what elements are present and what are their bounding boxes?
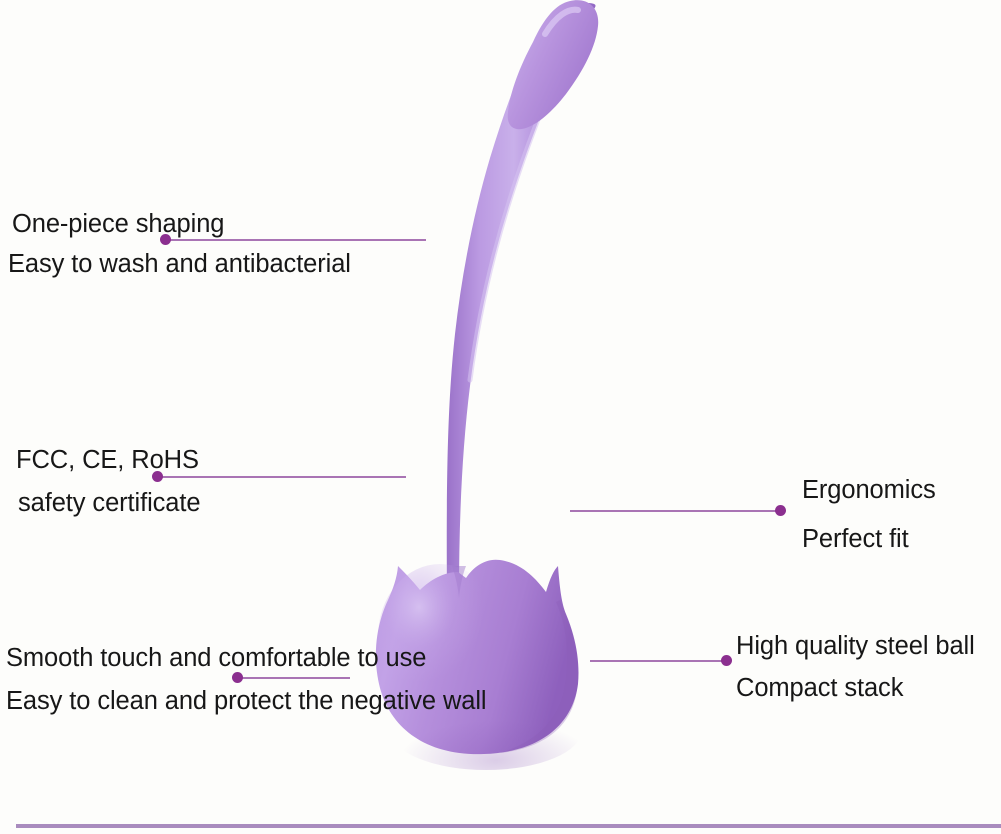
callout-steel-ball-line-1: High quality steel ball (736, 632, 975, 660)
leader-dot (160, 234, 171, 245)
callout-smooth-touch-leader (232, 672, 350, 684)
leader-line (165, 239, 426, 241)
leader-dot (152, 471, 163, 482)
leader-dot (232, 672, 243, 683)
callout-smooth-touch-line-1: Smooth touch and comfortable to use (6, 644, 427, 672)
callout-smooth-touch-line-2: Easy to clean and protect the negative w… (6, 687, 487, 715)
callout-steel-ball-leader (590, 655, 732, 667)
leader-dot (775, 505, 786, 516)
callout-ergonomics-line-2: Perfect fit (802, 525, 909, 553)
product-tip (507, 0, 599, 130)
callout-ergonomics-leader (570, 505, 786, 517)
callout-safety-certificate-line-2: safety certificate (18, 489, 201, 517)
callout-safety-certificate-leader (152, 471, 406, 483)
callout-one-piece-shaping-line-1: One-piece shaping (12, 210, 225, 238)
callout-steel-ball-line-2: Compact stack (736, 674, 904, 702)
bottom-divider (16, 824, 1001, 828)
callout-safety-certificate-line-1: FCC, CE, RoHS (16, 446, 199, 474)
leader-line (157, 476, 406, 478)
leader-line (570, 510, 781, 512)
callout-one-piece-shaping-leader (160, 234, 426, 246)
leader-line (237, 677, 350, 679)
callout-ergonomics-line-1: Ergonomics (802, 476, 936, 504)
leader-line (590, 660, 727, 662)
leader-dot (721, 655, 732, 666)
callout-one-piece-shaping-line-2: Easy to wash and antibacterial (8, 250, 351, 278)
